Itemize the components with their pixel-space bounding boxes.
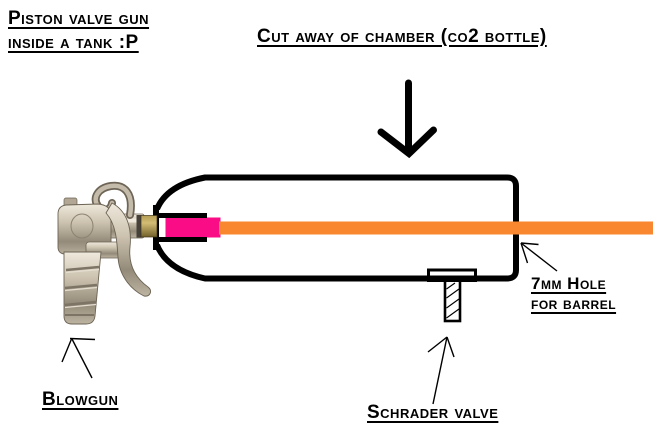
blowgun-pointer-arrow	[61, 337, 96, 379]
neck-lines	[153, 213, 207, 242]
piston	[165, 217, 221, 238]
title-line-1: Piston valve gun	[8, 8, 150, 29]
blowgun-illustration	[57, 181, 158, 325]
valve-thread-hatching	[446, 282, 460, 319]
hole-annotation-line-1: 7mm Hole	[531, 274, 607, 293]
hole-annotation: 7mm Hole for barrel	[531, 274, 616, 314]
chamber-annotation: Cut away of chamber (co2 bottle)	[257, 26, 547, 47]
barrel	[219, 221, 653, 235]
grip-grooves	[64, 265, 100, 316]
schrader-pointer-arrow	[427, 336, 455, 405]
schrader-annotation: Schrader valve	[367, 402, 499, 423]
brass-tip	[140, 215, 158, 238]
title-line-2: inside a tank :P	[8, 32, 139, 53]
blowgun-annotation: Blowgun	[42, 389, 119, 410]
hole-pointer-arrow	[520, 242, 558, 272]
page-title: Piston valve gun inside a tank :P	[8, 7, 149, 55]
trigger-lever	[105, 202, 151, 297]
down-arrow-icon	[377, 79, 437, 159]
nozzle-ring	[136, 215, 142, 238]
hole-annotation-line-2: for barrel	[531, 294, 617, 313]
